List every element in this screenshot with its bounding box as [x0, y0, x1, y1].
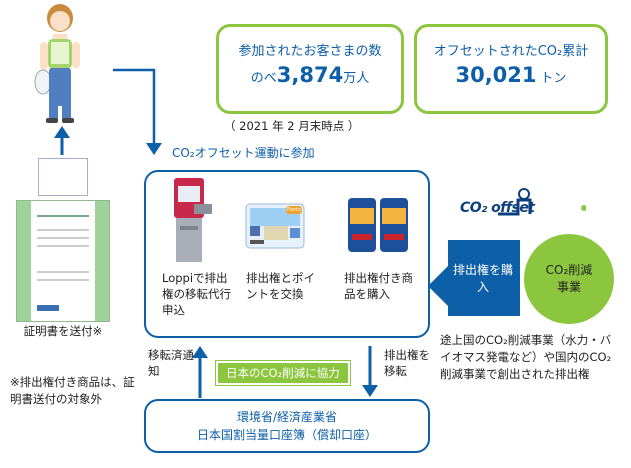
co2-offset-logo: CO₂ offset — [458, 188, 587, 228]
arrow-participate-line — [113, 68, 156, 148]
offset-unit: トン — [540, 71, 567, 86]
notify-label: 移転済通知 — [148, 348, 194, 378]
participate-label: CO₂オフセット運動に参加 — [172, 146, 315, 160]
beer-cans-icon — [348, 198, 408, 252]
customer-actions-box: Ponta Loppiで排出権の移転代行申込 排出権とポイントを交換 排出権付き… — [144, 170, 430, 338]
reduction-project-label: CO₂削減事業 — [545, 263, 593, 294]
customers-value: 3,874 — [276, 63, 344, 87]
ministry-box: 環境省/経済産業省 日本国割当量口座簿（償却口座） — [144, 399, 430, 453]
certificate-image — [16, 200, 110, 322]
co2-offset-logo-text: CO₂ offset — [460, 200, 535, 216]
card-logo-badge: Ponta — [286, 206, 302, 214]
certificate-note: ※排出権付き商品は、証明書送付の対象外 — [10, 375, 135, 406]
step-purchase-label: 排出権付き商品を購入 — [344, 271, 413, 301]
step-loppi-label: Loppiで排出権の移転代行申込 — [162, 271, 231, 317]
purchase-arrow-shape — [428, 240, 520, 316]
customers-unit: 万人 — [343, 71, 370, 86]
co2-offset-logo-graphic — [498, 188, 587, 216]
certificate-label: 証明書を送付※ — [23, 324, 103, 338]
purchase-label: 排出権を購入 — [452, 263, 513, 294]
customers-stat-box: 参加されたお客さまの数 のべ3,874万人 — [216, 24, 404, 114]
reduction-project-circle: CO₂削減事業 — [524, 234, 614, 324]
cooperate-tag: 日本のCO₂削減に協力 — [216, 361, 350, 385]
certificate-envelope — [38, 158, 88, 196]
offset-stat-label: オフセットされたCO₂累計 — [433, 44, 589, 59]
project-note: 途上国のCO₂削減事業（水力・バイオマス発電など）や国内のCO₂削減事業で創出さ… — [440, 333, 612, 381]
loppi-terminal-icon — [174, 178, 212, 262]
as-of-date: （ 2021 年 2 月末時点 ） — [224, 119, 360, 133]
point-card-icon — [245, 203, 305, 249]
customers-stat-label: 参加されたお客さまの数 — [238, 44, 382, 59]
ministry-line1: 環境省/経済産業省 — [236, 410, 338, 424]
customers-prefix: のべ — [250, 71, 277, 86]
card-logo-text: Ponta — [286, 207, 302, 213]
step-point-exchange-label: 排出権とポイントを交換 — [246, 271, 315, 301]
offset-value: 30,021 — [455, 63, 537, 87]
arrow-participate-head — [146, 143, 162, 155]
ministry-line2: 日本国割当量口座簿（償却口座） — [196, 428, 377, 442]
arrow-certificate-head — [54, 126, 70, 138]
customer-illustration — [34, 4, 80, 123]
arrow-notify-head — [192, 346, 208, 358]
arrow-transfer-head — [362, 385, 378, 397]
transfer-label: 排出権を移転 — [384, 348, 430, 378]
